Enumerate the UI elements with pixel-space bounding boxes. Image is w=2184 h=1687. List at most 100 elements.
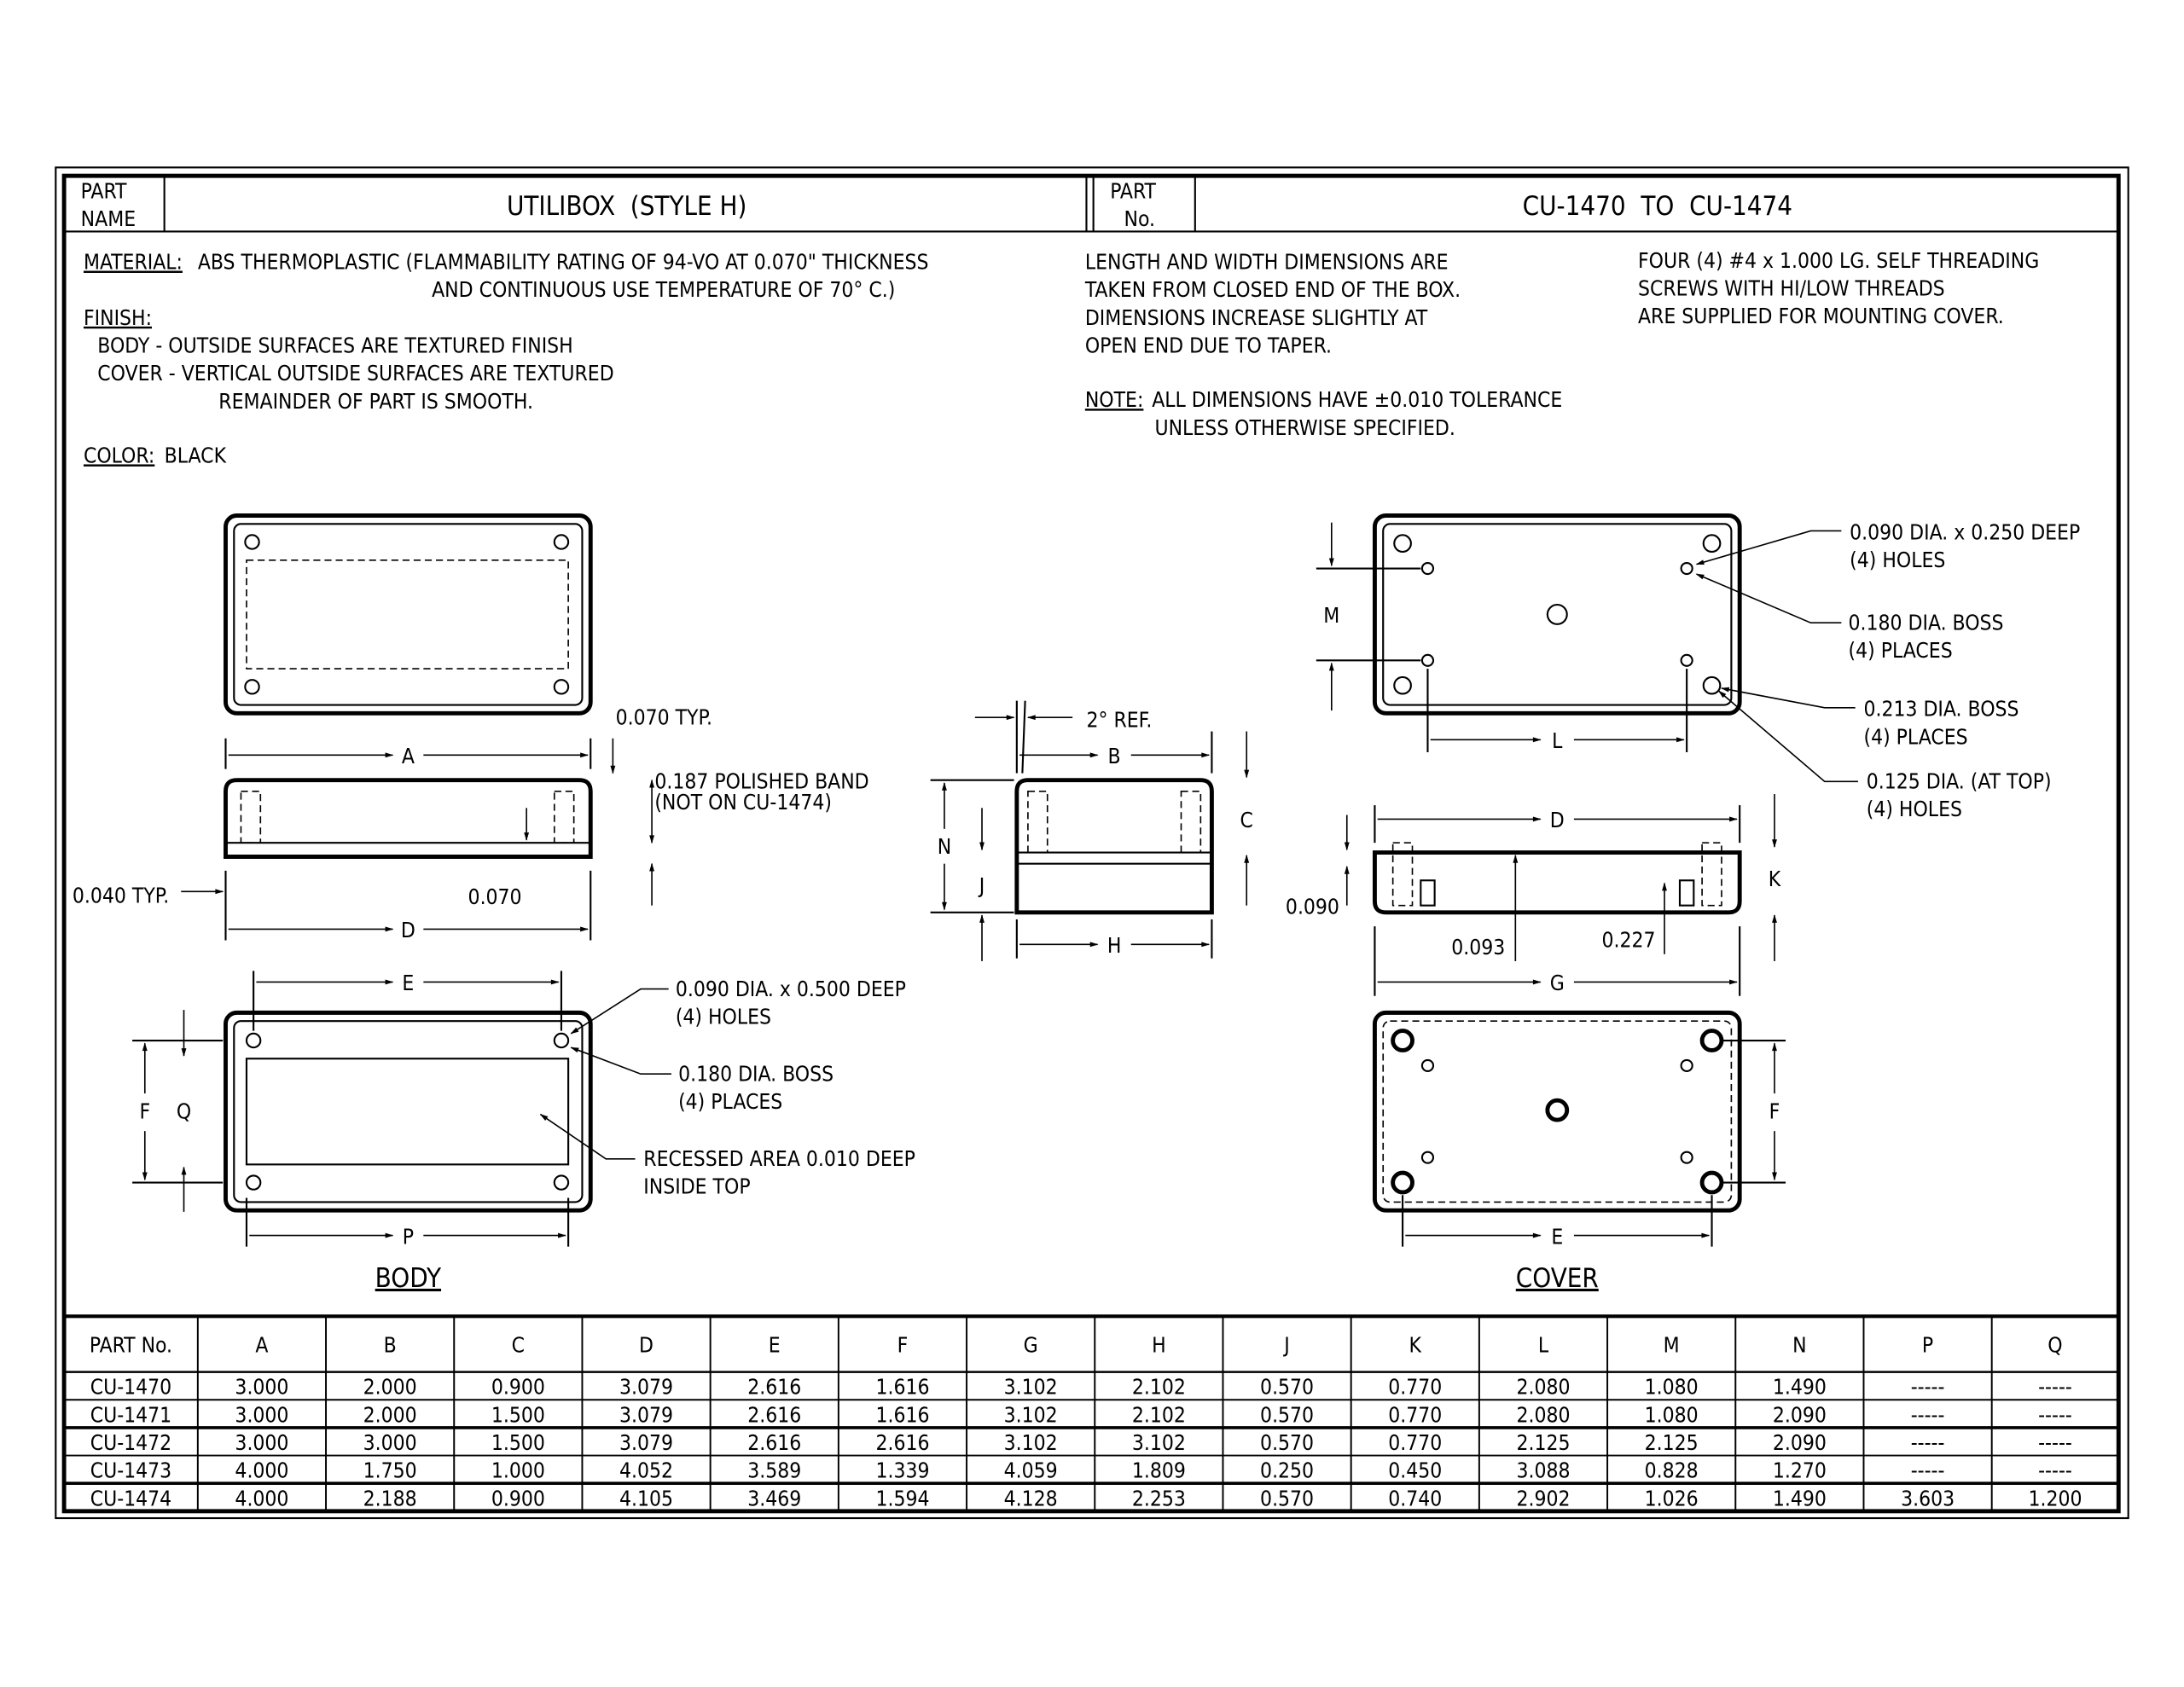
table-cell: 0.740: [1388, 1486, 1442, 1510]
table-cell: 3.102: [1004, 1430, 1058, 1455]
table-header: B: [384, 1333, 397, 1358]
callout-typ-070: 0.070 TYP.: [616, 704, 712, 729]
table-cell: -----: [2038, 1430, 2072, 1455]
table-cell: 3.079: [619, 1375, 673, 1400]
callout-recess: INSIDE TOP: [643, 1174, 750, 1199]
table-cell: 0.570: [1260, 1430, 1314, 1455]
table-cell: 1.339: [875, 1458, 929, 1483]
body-side-view: A D 0.070 TYP. 0.187 POLISHED BAND (NOT …: [73, 704, 869, 942]
finish-body: BODY - OUTSIDE SURFACES ARE TEXTURED FIN…: [97, 333, 572, 357]
table-cell: 3.079: [619, 1430, 673, 1455]
dim-c-label: C: [1240, 808, 1253, 832]
table-cell: 1.080: [1645, 1402, 1699, 1427]
table-cell: 2.000: [363, 1402, 417, 1427]
table-header: Q: [2048, 1333, 2062, 1358]
table-header: G: [1024, 1333, 1038, 1358]
material-label: MATERIAL:: [84, 250, 183, 275]
table-cell: 0.570: [1260, 1375, 1314, 1400]
table-cell: -----: [1911, 1402, 1945, 1427]
table-cell: 1.200: [2028, 1486, 2082, 1510]
table-header: M: [1664, 1333, 1680, 1358]
table-cell: -----: [1911, 1375, 1945, 1400]
table-cell: 3.088: [1516, 1458, 1570, 1483]
table-header: PART No.: [90, 1333, 172, 1358]
part-number-range: CU-1470 TO CU-1474: [1523, 191, 1792, 222]
view-label-body: BODY: [375, 1263, 442, 1294]
dim-p-label: P: [403, 1224, 414, 1249]
title-block: PART NAME UTILIBOX (STYLE H) PART No. CU…: [64, 176, 2119, 233]
dim-a-label: A: [402, 744, 415, 768]
dim-d-cover-label: D: [1550, 808, 1565, 832]
table-cell: 4.052: [619, 1458, 673, 1483]
callout-polished-band: 0.187 POLISHED BAND: [654, 769, 868, 794]
part-name-label: NAME: [81, 206, 136, 231]
callout-cover-boss-213: 0.213 DIA. BOSS: [1863, 697, 2018, 722]
table-cell: 2.616: [747, 1375, 801, 1400]
dim-f-label: F: [139, 1099, 150, 1123]
callout-070: 0.070: [468, 884, 522, 909]
table-cell: 3.603: [1901, 1486, 1955, 1510]
table-cell: 2.253: [1132, 1486, 1186, 1510]
table-cell: 2.000: [363, 1375, 417, 1400]
callout-227: 0.227: [1602, 928, 1656, 953]
table-cell: 1.270: [1773, 1458, 1827, 1483]
table-cell: 2.188: [363, 1486, 417, 1510]
callout-polished-band: (NOT ON CU-1474): [654, 790, 832, 815]
finish-label: FINISH:: [84, 305, 152, 330]
note-line: UNLESS OTHERWISE SPECIFIED.: [1154, 415, 1455, 440]
outer-border: [55, 166, 2129, 1520]
table-cell: 1.080: [1645, 1375, 1699, 1400]
table-cell: 2.080: [1516, 1402, 1570, 1427]
table-cell: 2.902: [1516, 1486, 1570, 1510]
table-cell: -----: [1911, 1430, 1945, 1455]
part-no-label: No.: [1124, 206, 1156, 231]
dim-k-label: K: [1769, 867, 1781, 891]
table-header: C: [512, 1333, 525, 1358]
table-cell: 4.000: [235, 1486, 288, 1510]
dim-g-label: G: [1550, 971, 1565, 995]
callout-cover-top-holes: 0.125 DIA. (AT TOP): [1867, 769, 2052, 794]
dim-q-label: Q: [177, 1099, 191, 1123]
table-cell: 1.750: [363, 1458, 417, 1483]
callout-cover-holes: 0.090 DIA. x 0.250 DEEP: [1850, 519, 2080, 544]
table-cell: 2.616: [747, 1430, 801, 1455]
table-header: A: [255, 1333, 268, 1358]
material-text: ABS THERMOPLASTIC (FLAMMABILITY RATING O…: [198, 250, 929, 275]
material-notes: MATERIAL: ABS THERMOPLASTIC (FLAMMABILIT…: [84, 250, 929, 468]
table-cell: 1.500: [491, 1430, 545, 1455]
table-row-part-no: CU-1473: [90, 1458, 171, 1483]
dim-f-cover-label: F: [1769, 1099, 1780, 1123]
table-cell: -----: [2038, 1402, 2072, 1427]
note-line: ALL DIMENSIONS HAVE ±0.010 TOLERANCE: [1152, 387, 1562, 412]
callout-cover-top-holes: (4) HOLES: [1867, 797, 1962, 821]
dim-h-label: H: [1107, 933, 1122, 958]
screw-notes: FOUR (4) #4 x 1.000 LG. SELF THREADING S…: [1638, 248, 2039, 328]
cover-top-view: M L 0.090 DIA. x 0.250 DEEP (4) HOLES 0.…: [1316, 513, 2080, 821]
note-line: DIMENSIONS INCREASE SLIGHTLY AT: [1085, 305, 1428, 330]
callout-2deg-ref: 2° REF.: [1086, 708, 1152, 733]
table-cell: 4.000: [235, 1458, 288, 1483]
dim-n-label: N: [938, 834, 951, 859]
dim-e-label: E: [402, 971, 414, 995]
part-name: UTILIBOX (STYLE H): [507, 191, 746, 222]
callout-body-holes: 0.090 DIA. x 0.500 DEEP: [676, 977, 906, 1001]
note-line: ARE SUPPLIED FOR MOUNTING COVER.: [1638, 304, 2004, 328]
table-cell: 0.900: [491, 1375, 545, 1400]
callout-cover-holes: (4) HOLES: [1850, 548, 1945, 572]
table-cell: 3.000: [235, 1430, 288, 1455]
table-cell: 2.125: [1645, 1430, 1699, 1455]
table-cell: 1.616: [875, 1375, 929, 1400]
table-cell: -----: [2038, 1375, 2072, 1400]
table-cell: 0.770: [1388, 1430, 1442, 1455]
note-line: OPEN END DUE TO TAPER.: [1085, 333, 1332, 357]
body-bottom-view: E P F Q 0.090 DIA. x 0.500 DEEP (4) HOLE…: [132, 971, 915, 1294]
table-cell: 3.589: [747, 1458, 801, 1483]
table-cell: 1.490: [1773, 1486, 1827, 1510]
table-cell: 2.090: [1773, 1402, 1827, 1427]
callout-cover-boss-180: (4) PLACES: [1849, 638, 1953, 663]
dim-l-label: L: [1552, 728, 1563, 753]
view-label-cover: COVER: [1516, 1263, 1599, 1294]
note-line: TAKEN FROM CLOSED END OF THE BOX.: [1084, 277, 1461, 302]
